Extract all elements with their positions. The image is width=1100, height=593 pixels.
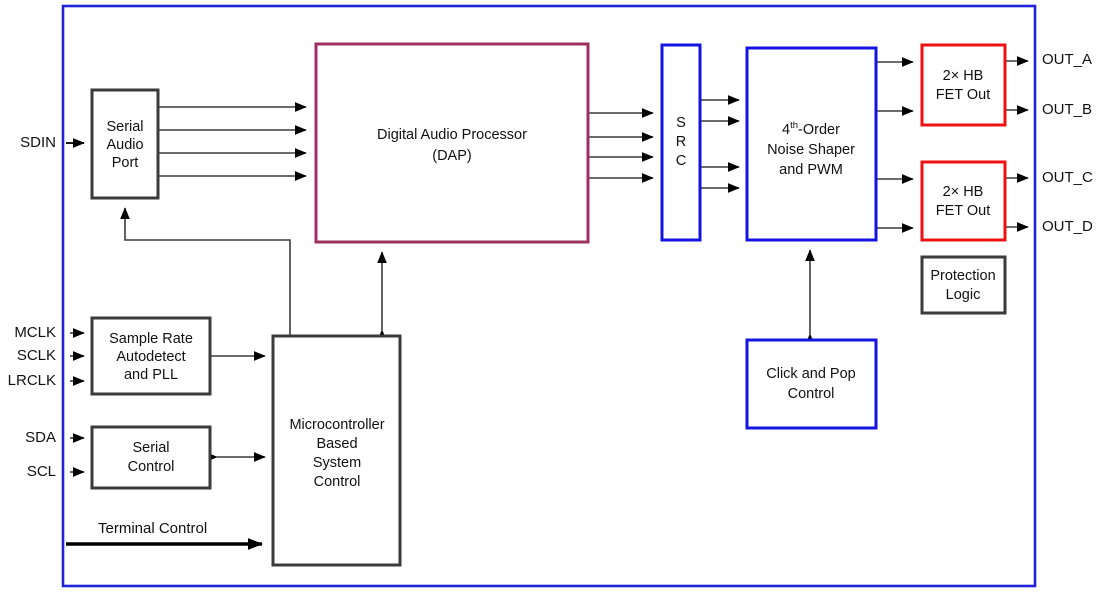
pin-label-out-d: OUT_D	[1042, 218, 1093, 235]
protection-logic-box[interactable]	[920, 255, 1007, 315]
protection-logic-label-1: Protection	[930, 268, 995, 284]
src-label-s: S	[676, 115, 686, 131]
click-and-pop-control-box[interactable]	[745, 338, 878, 430]
chip-boundary	[61, 4, 1037, 588]
serial-control-box[interactable]	[90, 425, 212, 490]
pin-label-scl: SCL	[27, 463, 56, 480]
block-noise-shaper-pwm[interactable]: 4th-Order Noise Shaper and PWM	[745, 46, 878, 242]
digital-audio-processor-box[interactable]	[314, 42, 590, 244]
hb-fet-out-cd-label-2: FET Out	[936, 203, 991, 219]
hb-fet-out-ab-label-1: 2× HB	[943, 68, 984, 84]
noise-shaper-order-rest: -Order	[798, 122, 840, 138]
click-and-pop-label-1: Click and Pop	[766, 366, 855, 382]
dap-label-2: (DAP)	[432, 148, 471, 164]
sample-rate-autodetect-pll-box[interactable]	[90, 316, 212, 396]
src-label-c: C	[676, 153, 686, 169]
pin-label-out-a: OUT_A	[1042, 51, 1092, 68]
block-sample-rate-autodetect-pll[interactable]: Sample Rate Autodetect and PLL	[90, 316, 212, 396]
block-protection-logic[interactable]: Protection Logic	[920, 255, 1007, 315]
serial-audio-port-box[interactable]	[90, 88, 160, 200]
hb-fet-out-ab-label-2: FET Out	[936, 87, 991, 103]
protection-logic-label-2: Logic	[946, 287, 981, 303]
pin-label-sda: SDA	[25, 429, 56, 446]
noise-shaper-label-2: Noise Shaper	[767, 142, 855, 158]
noise-shaper-order-num: 4	[782, 122, 790, 138]
sample-rate-label-3: and PLL	[124, 367, 178, 383]
pin-label-sdin: SDIN	[20, 134, 56, 151]
block-src[interactable]: S R C	[660, 43, 702, 242]
microcontroller-label-3: System	[313, 455, 361, 471]
block-hb-fet-out-ab[interactable]: 2× HB FET Out	[920, 43, 1007, 127]
noise-shaper-label-3: and PWM	[779, 162, 843, 178]
output-pin-labels: OUT_A OUT_B OUT_C OUT_D	[1042, 51, 1093, 235]
src-label-r: R	[676, 134, 686, 150]
noise-shaper-pwm-box[interactable]	[745, 46, 878, 242]
noise-shaper-order-sup: th	[790, 120, 798, 131]
pin-label-out-c: OUT_C	[1042, 169, 1093, 186]
block-microcontroller-based-system-control[interactable]: Microcontroller Based System Control	[271, 334, 402, 567]
hb-fet-out-cd-label-1: 2× HB	[943, 184, 984, 200]
serial-control-label-1: Serial	[132, 440, 169, 456]
sample-rate-label-1: Sample Rate	[109, 331, 193, 347]
wire-mcu-to-sap	[120, 207, 291, 336]
click-and-pop-label-2: Control	[788, 386, 835, 402]
pin-label-sclk: SCLK	[17, 347, 56, 364]
pin-label-mclk: MCLK	[14, 324, 56, 341]
serial-control-label-2: Control	[128, 459, 175, 475]
microcontroller-label-4: Control	[314, 474, 361, 490]
block-hb-fet-out-cd[interactable]: 2× HB FET Out	[920, 160, 1007, 242]
pin-label-out-b: OUT_B	[1042, 101, 1092, 118]
serial-audio-port-label-2: Audio	[106, 137, 143, 153]
serial-audio-port-label-1: Serial	[106, 119, 143, 135]
src-box[interactable]	[660, 43, 702, 242]
block-serial-control[interactable]: Serial Control	[90, 425, 212, 490]
noise-shaper-label-1: 4th-Order	[782, 120, 840, 138]
dap-label-1: Digital Audio Processor	[377, 127, 527, 143]
block-click-and-pop-control[interactable]: Click and Pop Control	[745, 338, 878, 430]
microcontroller-label-1: Microcontroller	[289, 417, 384, 433]
hb-fet-out-cd-box[interactable]	[920, 160, 1007, 242]
connections	[66, 56, 1029, 550]
serial-audio-port-label-3: Port	[112, 155, 139, 171]
microcontroller-label-2: Based	[316, 436, 357, 452]
annotation-terminal-control: Terminal Control	[98, 520, 207, 537]
sample-rate-label-2: Autodetect	[116, 349, 185, 365]
microcontroller-box[interactable]	[271, 334, 402, 567]
input-pin-labels: SDIN MCLK SCLK LRCLK SDA SCL	[8, 134, 56, 480]
pin-label-lrclk: LRCLK	[8, 372, 56, 389]
block-serial-audio-port[interactable]: Serial Audio Port	[90, 88, 160, 200]
block-digital-audio-processor[interactable]: Digital Audio Processor (DAP)	[314, 42, 590, 244]
hb-fet-out-ab-box[interactable]	[920, 43, 1007, 127]
